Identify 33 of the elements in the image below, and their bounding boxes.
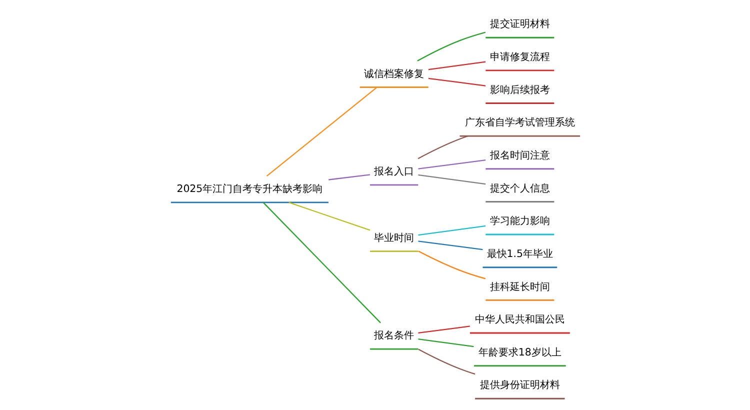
connector — [418, 225, 486, 236]
node-text: 报名时间注意 — [489, 150, 550, 162]
connector — [262, 202, 380, 324]
connector — [418, 160, 486, 170]
node-text: 提交证明材料 — [489, 19, 550, 30]
connector — [418, 338, 474, 348]
node-text: 2025年江门自考专升本缺考影响 — [176, 184, 322, 196]
connector — [266, 86, 377, 177]
node-text: 广东省自学考试管理系统 — [464, 118, 574, 129]
node-text: 年龄要求18岁以上 — [478, 347, 561, 358]
node-text: 提供身份证明材料 — [479, 380, 560, 392]
connector — [417, 136, 468, 160]
node-text: 提交个人信息 — [489, 183, 550, 194]
connector — [418, 326, 470, 334]
connector — [418, 240, 482, 250]
node-text: 诚信档案修复 — [364, 68, 424, 80]
node-text: 毕业时间 — [374, 232, 414, 244]
connector — [288, 202, 370, 231]
node-text: 中华人民共和国公民 — [474, 314, 564, 326]
connector — [416, 32, 486, 62]
node-text: 报名入口 — [374, 166, 414, 178]
connector — [428, 61, 486, 70]
connector — [428, 78, 486, 86]
connector — [328, 174, 370, 180]
connector — [418, 174, 486, 185]
node-text: 报名条件 — [374, 330, 414, 342]
node-text: 申请修复流程 — [489, 52, 550, 64]
connector — [418, 348, 475, 375]
node-text: 影响后续报考 — [489, 84, 550, 96]
connector — [418, 250, 486, 280]
node-text: 挂科延长时间 — [489, 282, 550, 293]
node-text: 学习能力影响 — [489, 216, 550, 228]
node-text: 最快1.5年毕业 — [486, 248, 553, 260]
